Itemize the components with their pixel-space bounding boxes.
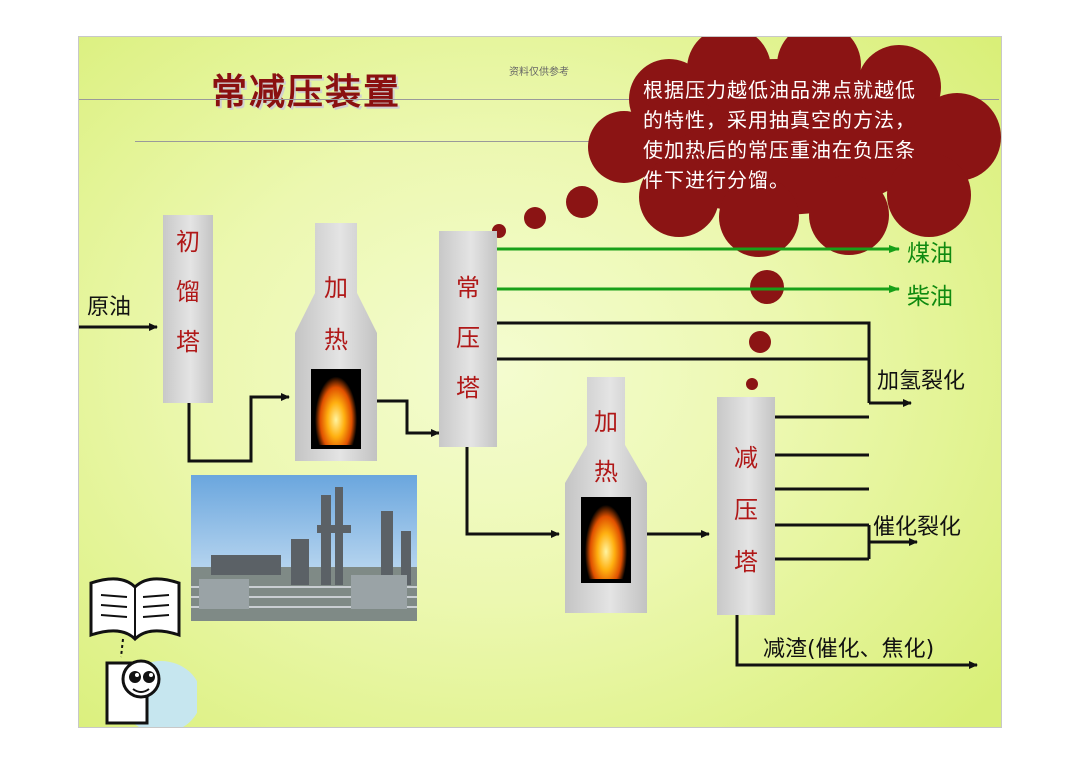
callout-text: 根据压力越低油品沸点就越低的特性，采用抽真空的方法，使加热后的常压重油在负压条件… [643,75,923,195]
heater-char: 热 [565,447,647,497]
catcracking-label: 催化裂化 [873,509,961,541]
initial-distillation-tower: 初 馏 塔 [163,215,213,403]
heater-1: 加 热 [295,223,377,461]
tower-char: 塔 [439,363,497,413]
tower-char: 压 [717,485,775,535]
tower-char: 常 [439,263,497,313]
flame-icon [581,497,631,583]
flow-line [377,401,439,433]
thinking-person-icon [97,653,197,728]
heater-2: 加 热 [565,377,647,613]
heater-char: 热 [295,315,377,365]
flow-line [467,447,559,534]
tower-char: 压 [439,313,497,363]
tower-char: 塔 [717,537,775,587]
thought-bubble [749,331,771,353]
feed-label: 原油 [87,289,131,321]
atmospheric-tower: 常 压 塔 [439,231,497,447]
thought-bubble [750,270,784,304]
thought-bubble [524,207,546,229]
tower-char: 馏 [163,267,213,317]
hydrocracking-label: 加氢裂化 [877,363,965,395]
diesel-label: 柴油 [907,277,953,311]
tower-char: 减 [717,433,775,483]
residue-label: 减渣(催化、焦化) [763,631,934,663]
kerosene-label: 煤油 [907,234,953,268]
tower-char: 塔 [163,317,213,367]
vacuum-tower: 减 压 塔 [717,397,775,615]
thought-bubble [566,186,598,218]
flame-icon [311,369,361,449]
heater-char: 加 [565,397,647,447]
heater-char: 加 [295,263,377,313]
flow-line [497,323,869,403]
tower-char: 初 [163,217,213,267]
slide: 常减压装置 资料仅供参考 [78,36,1002,728]
refinery-photo [191,475,417,621]
flow-line [189,397,289,461]
thought-bubble [746,378,758,390]
